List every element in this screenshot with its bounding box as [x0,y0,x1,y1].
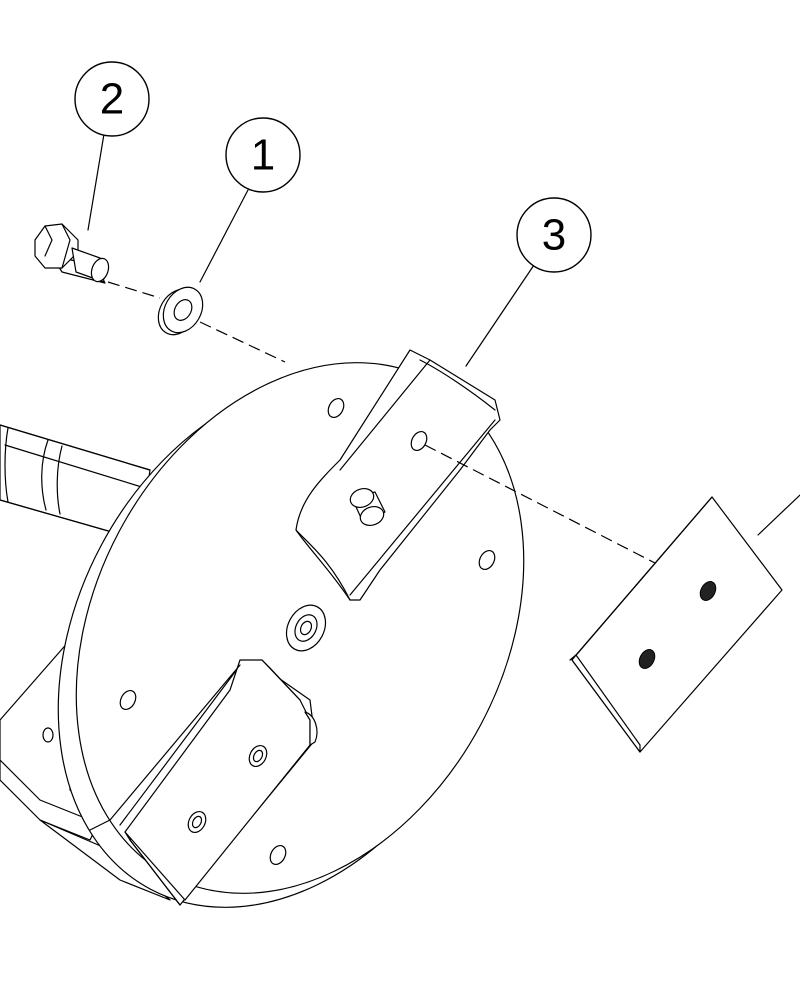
center-boss [285,604,327,652]
shaft [0,424,151,541]
callout-label-2: 2 [100,75,124,124]
lower-jaw [89,659,318,906]
assembly-axis-line [424,444,656,564]
leader-line-plate [757,494,800,536]
disc-hole [269,844,287,866]
bolt [34,223,110,284]
callout-label-1: 1 [251,131,275,180]
assembly-axis-line [107,281,161,299]
threaded-hole [638,649,656,669]
washer [157,286,204,336]
jaw-hole [187,810,207,834]
disc [57,349,525,908]
jaw-hole [248,744,268,768]
assembly-axis-line [199,321,286,363]
callout-2: 2 [74,61,150,137]
disc-hole [119,689,137,711]
callout-3: 3 [516,197,592,273]
jaw-plate [569,496,783,753]
leader-line-1 [199,189,249,283]
callout-label-3: 3 [542,211,566,260]
disc-hole [478,549,496,571]
threaded-hole [699,581,717,601]
callout-1: 1 [225,117,301,193]
disc-hole [410,430,428,452]
upper-jaw-slot [295,349,501,601]
disc-hole [327,397,345,419]
leader-line-2 [87,127,106,231]
pin [349,487,386,527]
leader-line-3 [465,264,535,367]
